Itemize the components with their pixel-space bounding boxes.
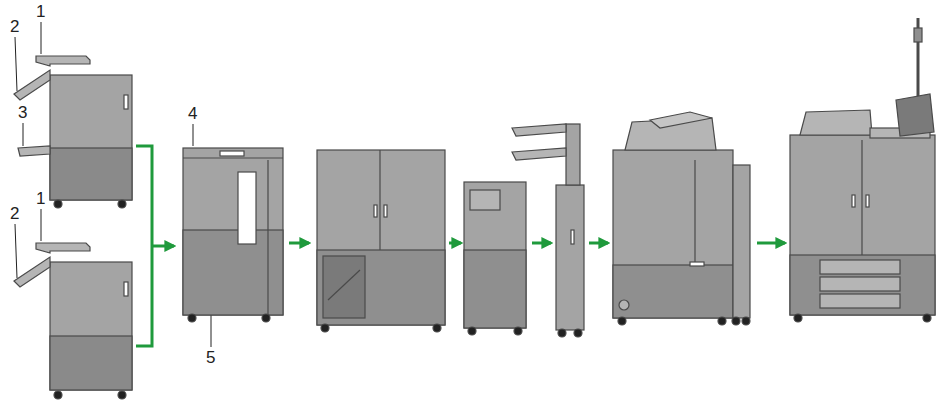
- callout-number: 2: [10, 18, 19, 36]
- finisher-bottom: [14, 243, 132, 399]
- callout-number: 1: [36, 3, 45, 21]
- leader-lines: [15, 22, 211, 347]
- tower-unit: [512, 124, 584, 337]
- paper-feed-printer: [790, 18, 935, 322]
- inserter-unit: [317, 150, 445, 332]
- callout-number: 2: [10, 205, 19, 223]
- finisher-top: [14, 56, 132, 208]
- callout-number: 5: [206, 349, 215, 367]
- main-printer: [613, 112, 750, 325]
- callout-number: 4: [188, 105, 197, 123]
- trimmer-unit: [464, 182, 526, 335]
- stacker-unit: [183, 148, 283, 322]
- callout-number: 3: [18, 104, 27, 122]
- callout-number: 1: [36, 190, 45, 208]
- flow-arrows: [136, 146, 785, 346]
